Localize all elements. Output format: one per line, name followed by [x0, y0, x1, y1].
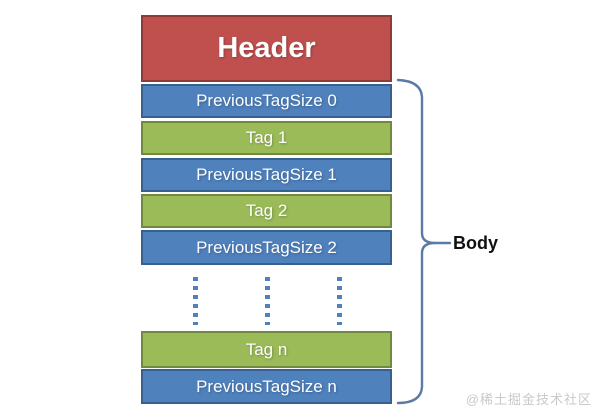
watermark-text: @稀土掘金技术社区 [465, 392, 592, 407]
row-label: Tag 2 [245, 201, 288, 220]
row-label: PreviousTagSize 0 [196, 91, 337, 110]
row-previous-tag-size-0: PreviousTagSize 0 [141, 84, 392, 118]
body-label: Body [453, 233, 498, 253]
ellipsis-dots-left [193, 277, 198, 325]
row-tag-n: Tag n [141, 331, 392, 368]
row-previous-tag-size-1: PreviousTagSize 1 [141, 158, 392, 192]
row-previous-tag-size-n: PreviousTagSize n [141, 369, 392, 404]
row-label: PreviousTagSize 1 [196, 165, 337, 184]
header-block: Header [141, 15, 392, 82]
row-label: PreviousTagSize n [196, 376, 337, 396]
row-label: Tag 1 [245, 128, 288, 147]
body-brace [396, 78, 452, 405]
ellipsis-dots-center [265, 277, 270, 325]
row-tag-2: Tag 2 [141, 194, 392, 228]
row-previous-tag-size-2: PreviousTagSize 2 [141, 230, 392, 265]
ellipsis-dots-right [337, 277, 342, 325]
header-block-label: Header [217, 32, 316, 64]
row-label: Tag n [245, 339, 288, 359]
row-tag-1: Tag 1 [141, 121, 392, 155]
row-label: PreviousTagSize 2 [196, 237, 337, 257]
